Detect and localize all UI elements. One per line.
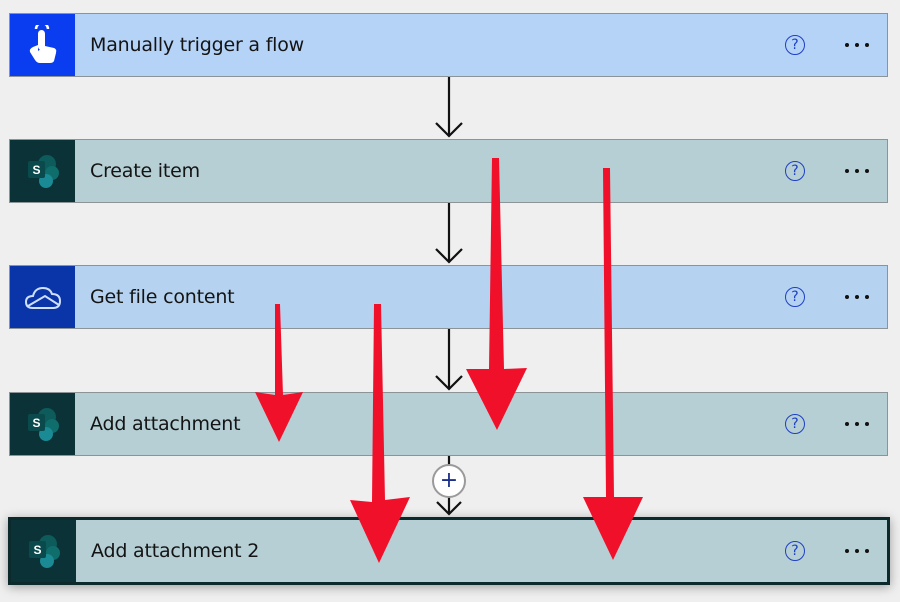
flow-step-add-attachment-2[interactable]: S Add attachment 2 ? xyxy=(8,517,890,585)
dot xyxy=(865,43,869,47)
connector-arrow xyxy=(435,203,463,264)
help-icon[interactable]: ? xyxy=(785,414,805,434)
connector-icon-box: S xyxy=(10,140,75,202)
dot xyxy=(865,422,869,426)
more-options-button[interactable] xyxy=(845,295,869,299)
onedrive-cloud-icon xyxy=(24,286,61,309)
step-title: Add attachment 2 xyxy=(91,540,260,562)
hand-pointer-icon xyxy=(29,25,56,63)
dot xyxy=(855,43,859,47)
dot xyxy=(845,422,849,426)
dot xyxy=(865,549,869,553)
flow-step-create-item[interactable]: S Create item ? xyxy=(9,139,888,203)
step-title: Manually trigger a flow xyxy=(90,34,305,56)
dot xyxy=(855,549,859,553)
flow-step-get-file-content[interactable]: Get file content ? xyxy=(9,265,888,329)
connector-icon-box xyxy=(10,266,75,328)
svg-text:S: S xyxy=(32,416,40,430)
dot xyxy=(855,422,859,426)
connector-icon-box xyxy=(10,14,75,76)
annotation-arrow xyxy=(583,168,643,560)
more-options-button[interactable] xyxy=(845,422,869,426)
dot xyxy=(845,295,849,299)
more-options-button[interactable] xyxy=(845,169,869,173)
sharepoint-icon: S xyxy=(27,408,59,441)
step-title: Create item xyxy=(90,160,200,182)
dot xyxy=(865,169,869,173)
dot xyxy=(865,295,869,299)
svg-text:S: S xyxy=(32,163,40,177)
help-icon[interactable]: ? xyxy=(785,287,805,307)
dot xyxy=(855,295,859,299)
more-options-button[interactable] xyxy=(845,43,869,47)
help-icon[interactable]: ? xyxy=(785,161,805,181)
step-title: Add attachment xyxy=(90,413,241,435)
sharepoint-icon: S xyxy=(28,535,60,568)
connector-arrow xyxy=(435,77,463,138)
insert-step-button[interactable]: + xyxy=(432,464,466,498)
flow-step-add-attachment[interactable]: S Add attachment ? xyxy=(9,392,888,456)
help-icon[interactable]: ? xyxy=(785,35,805,55)
step-title: Get file content xyxy=(90,286,235,308)
plus-icon: + xyxy=(439,468,459,493)
dot xyxy=(845,549,849,553)
flow-step-manual-trigger[interactable]: Manually trigger a flow ? xyxy=(9,13,888,77)
help-icon[interactable]: ? xyxy=(785,541,805,561)
dot xyxy=(855,169,859,173)
connector-icon-box: S xyxy=(10,393,75,455)
dot xyxy=(845,169,849,173)
sharepoint-icon: S xyxy=(27,155,59,188)
more-options-button[interactable] xyxy=(845,549,869,553)
svg-text:S: S xyxy=(33,543,41,557)
dot xyxy=(845,43,849,47)
connector-icon-box: S xyxy=(11,520,76,582)
connector-arrow xyxy=(435,329,463,391)
